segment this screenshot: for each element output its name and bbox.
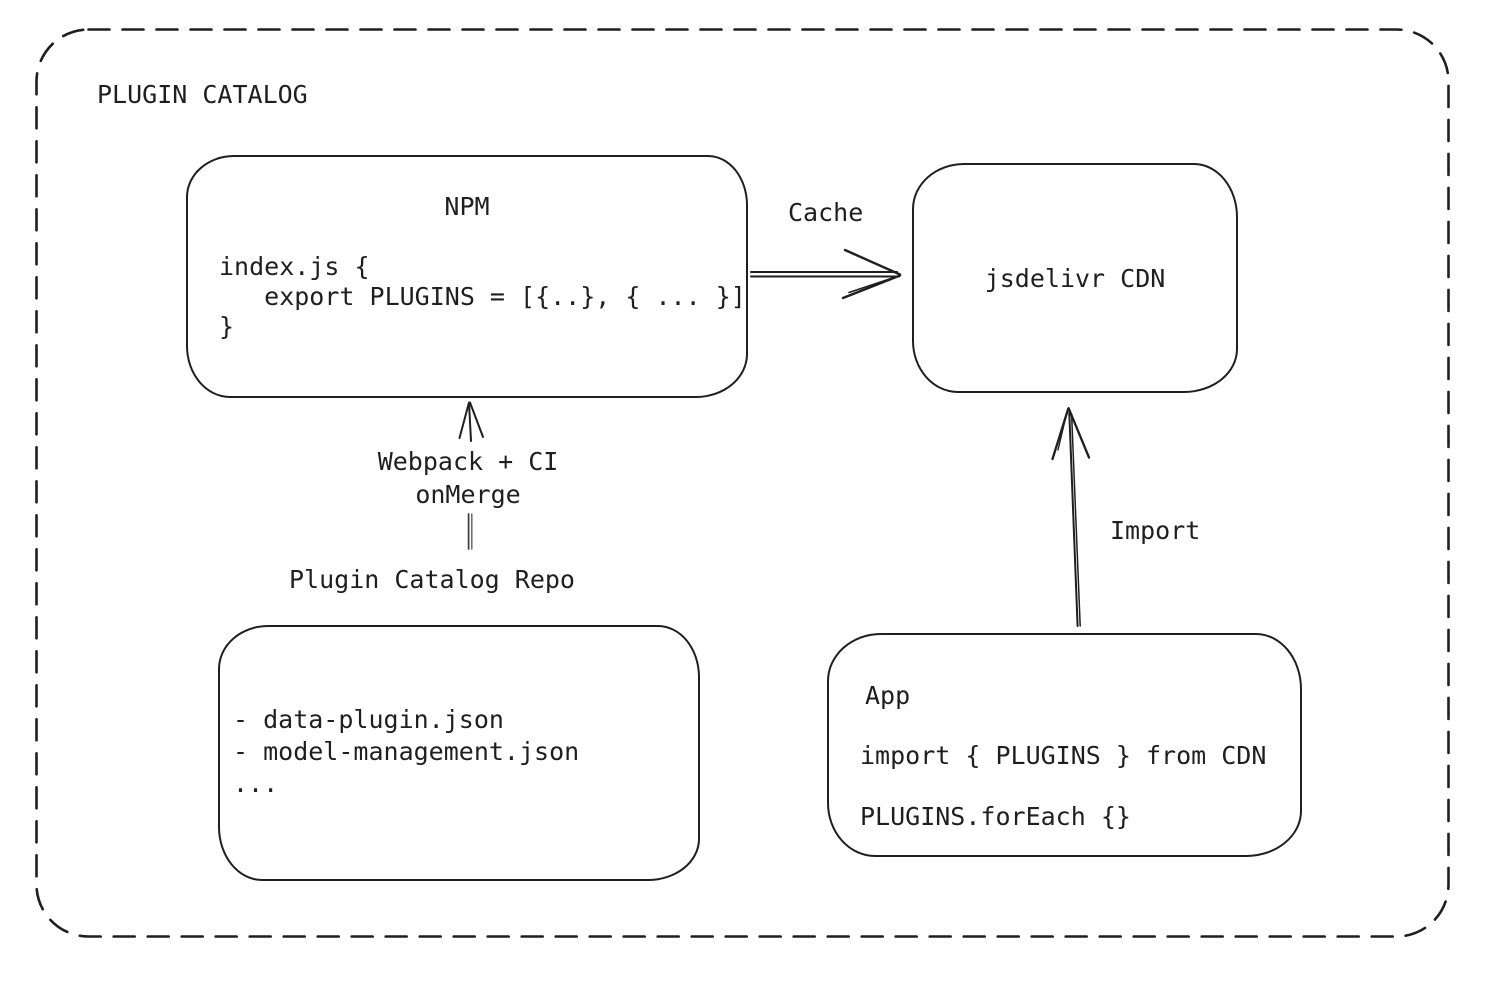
import-edge-label: Import [1110,516,1201,545]
app-node-foreach-line: PLUGINS.forEach {} [860,802,1131,831]
build-edge-label: Webpack + CI onMerge [377,447,559,509]
app-node: App import { PLUGINS } from CDN PLUGINS.… [827,633,1302,857]
cache-arrow [750,248,902,300]
app-node-title: App [865,681,911,710]
diagram-title: PLUGIN CATALOG [97,80,308,109]
app-node-import-line: import { PLUGINS } from CDN [860,741,1267,770]
cdn-node-title: jsdelivr CDN [984,263,1166,293]
import-arrow [1051,407,1091,627]
npm-node-code: index.js { export PLUGINS = [{..}, { ...… [219,252,746,341]
cdn-node: jsdelivr CDN [912,163,1238,393]
repo-node: - data-plugin.json - model-management.js… [218,625,700,881]
repo-node-title: Plugin Catalog Repo [289,565,575,594]
cache-edge-label: Cache [788,198,864,227]
npm-node: NPM index.js { export PLUGINS = [{..}, {… [186,155,748,398]
npm-node-title: NPM [444,192,490,221]
repo-node-files: - data-plugin.json - model-management.js… [233,705,580,798]
